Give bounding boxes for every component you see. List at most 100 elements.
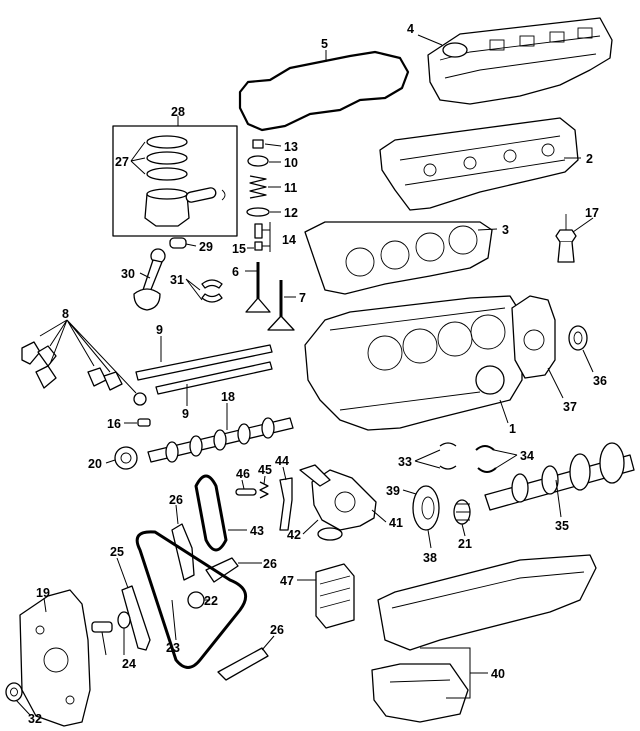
callout-44[interactable]: 44 (275, 454, 289, 468)
callout-10[interactable]: 10 (284, 156, 298, 170)
spring-part[interactable] (259, 481, 269, 499)
bracket-part[interactable] (279, 477, 293, 531)
callout-23[interactable]: 23 (166, 641, 180, 655)
callout-28[interactable]: 28 (171, 105, 185, 119)
callout-26b[interactable]: 26 (263, 557, 277, 571)
callout-42[interactable]: 42 (287, 528, 301, 542)
main-bearing-part[interactable] (475, 445, 497, 473)
callout-29[interactable]: 29 (199, 240, 213, 254)
connecting-rod-part[interactable] (133, 248, 166, 311)
rear-cover-part[interactable] (511, 295, 556, 379)
callout-47[interactable]: 47 (280, 574, 294, 588)
piston-pin-bushing-part[interactable] (169, 237, 187, 249)
oil-pickup-part[interactable] (299, 464, 343, 541)
head-gasket-part[interactable] (304, 221, 493, 295)
callout-7[interactable]: 7 (299, 291, 306, 305)
callout-26c[interactable]: 26 (270, 623, 284, 637)
upper-oil-pan-part[interactable] (377, 554, 597, 651)
intake-valve-part[interactable] (245, 262, 271, 313)
callout-39[interactable]: 39 (386, 484, 400, 498)
cylinder-head-part[interactable] (379, 117, 579, 211)
callout-22[interactable]: 22 (204, 594, 218, 608)
valve-keeper-part[interactable] (252, 139, 264, 149)
callout-9a[interactable]: 9 (156, 323, 163, 337)
callout-34[interactable]: 34 (520, 449, 534, 463)
callout-45[interactable]: 45 (258, 463, 272, 477)
callout-3[interactable]: 3 (502, 223, 509, 237)
callout-5[interactable]: 5 (321, 37, 328, 51)
valve-stem-seal-part[interactable] (555, 214, 577, 263)
crank-pulley-part[interactable] (412, 485, 440, 531)
callout-41[interactable]: 41 (389, 516, 403, 530)
callout-16[interactable]: 16 (107, 417, 121, 431)
spring-seat-part[interactable] (246, 207, 270, 217)
callout-1[interactable]: 1 (509, 422, 516, 436)
callout-40[interactable]: 40 (491, 667, 505, 681)
rocker-shaft-lower-part[interactable] (155, 361, 273, 395)
callout-11[interactable]: 11 (284, 181, 297, 195)
callout-18[interactable]: 18 (221, 390, 235, 404)
rocker-arm-part[interactable] (21, 341, 147, 406)
callout-20[interactable]: 20 (88, 457, 102, 471)
callout-38[interactable]: 38 (423, 551, 437, 565)
crank-sprocket-part[interactable] (453, 499, 471, 525)
callout-31[interactable]: 31 (170, 273, 184, 287)
chain-guide-middle-part[interactable] (205, 557, 239, 583)
valve-cover-part[interactable] (427, 17, 613, 105)
lower-oil-pan-part[interactable] (371, 663, 469, 723)
callout-32[interactable]: 32 (28, 712, 42, 726)
rocker-shaft-upper-part[interactable] (135, 344, 273, 381)
front-timing-cover-part[interactable] (19, 589, 91, 727)
callout-46[interactable]: 46 (236, 467, 250, 481)
spring-retainer-part[interactable] (247, 155, 269, 167)
callout-9b[interactable]: 9 (182, 407, 189, 421)
callout-15[interactable]: 15 (232, 242, 246, 256)
callout-33[interactable]: 33 (398, 455, 412, 469)
callout-26a[interactable]: 26 (169, 493, 183, 507)
callout-6[interactable]: 6 (232, 265, 239, 279)
callout-36[interactable]: 36 (593, 374, 607, 388)
crankshaft-part[interactable] (484, 442, 635, 511)
exhaust-valve-part[interactable] (267, 280, 295, 331)
chain-guide-upper-part[interactable] (171, 523, 195, 581)
callout-4[interactable]: 4 (407, 22, 414, 36)
callout-19[interactable]: 19 (36, 586, 50, 600)
timing-chain-upper-part[interactable] (194, 474, 228, 552)
callout-43[interactable]: 43 (250, 524, 264, 538)
chain-tensioner-guide-part[interactable] (121, 585, 151, 651)
callout-21[interactable]: 21 (458, 537, 472, 551)
piston-rings-part[interactable] (146, 135, 188, 181)
callout-37[interactable]: 37 (563, 400, 577, 414)
callout-25[interactable]: 25 (110, 545, 124, 559)
cam-bolt-part[interactable] (137, 418, 151, 427)
engine-block-part[interactable] (304, 295, 523, 431)
callout-labels: 1 2 3 4 5 6 7 8 9 9 10 11 12 13 14 15 16… (28, 22, 607, 726)
rear-main-seal-part[interactable] (568, 325, 588, 351)
rod-bearing-part[interactable] (201, 279, 223, 303)
piston-part[interactable] (144, 187, 226, 227)
callout-27[interactable]: 27 (115, 155, 129, 169)
front-crank-seal-part[interactable] (5, 682, 23, 702)
callout-30[interactable]: 30 (121, 267, 135, 281)
chain-guide-lower-part[interactable] (217, 647, 269, 681)
oil-pump-part[interactable] (311, 469, 377, 531)
valve-spring-part[interactable] (249, 175, 267, 199)
callout-24[interactable]: 24 (122, 657, 136, 671)
callout-35[interactable]: 35 (555, 519, 569, 533)
oil-cooler-part[interactable] (315, 563, 355, 629)
cam-sprocket-part[interactable] (114, 446, 138, 470)
callout-8[interactable]: 8 (62, 307, 69, 321)
callout-12[interactable]: 12 (284, 206, 298, 220)
valve-seal-part[interactable] (254, 223, 263, 251)
callout-13[interactable]: 13 (284, 140, 298, 154)
valve-cover-gasket-part[interactable] (238, 50, 410, 132)
callout-2[interactable]: 2 (586, 152, 593, 166)
dowel-pin-part[interactable] (235, 488, 257, 496)
thrust-washer-part[interactable] (439, 442, 457, 470)
timing-chain-main-part[interactable] (135, 530, 248, 669)
chain-tensioner-part[interactable] (91, 611, 131, 633)
callout-14[interactable]: 14 (282, 233, 296, 247)
idler-sprocket-part[interactable] (187, 591, 205, 609)
camshaft-part[interactable] (147, 417, 294, 463)
callout-17[interactable]: 17 (585, 206, 599, 220)
